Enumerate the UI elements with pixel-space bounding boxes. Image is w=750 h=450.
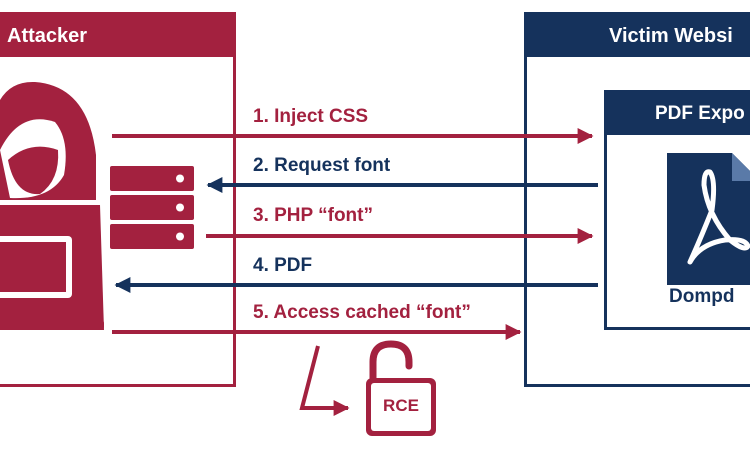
attacker-panel: Attacker [0,12,236,387]
attacker-title: Attacker [0,15,233,57]
step-3-label: 3. PHP “font” [253,205,373,226]
server-icon [110,166,194,249]
step-1-label: 1. Inject CSS [253,106,369,127]
step-2-label: 2. Request font [253,155,391,176]
pdf-file-icon [667,153,750,285]
laptop-icon [0,236,104,330]
unlocked-padlock-icon [366,340,436,436]
step-5-label: 5. Access cached “font” [253,302,471,323]
victim-title: Victim Websi [527,15,750,57]
victim-panel: Victim Websi [524,12,750,387]
arrow-to-rce [299,345,350,416]
pdf-export-title: PDF Expo [607,93,750,135]
library-label: Dompd [669,286,735,307]
rce-label: RCE [383,396,419,415]
step-4-label: 4. PDF [253,255,313,276]
